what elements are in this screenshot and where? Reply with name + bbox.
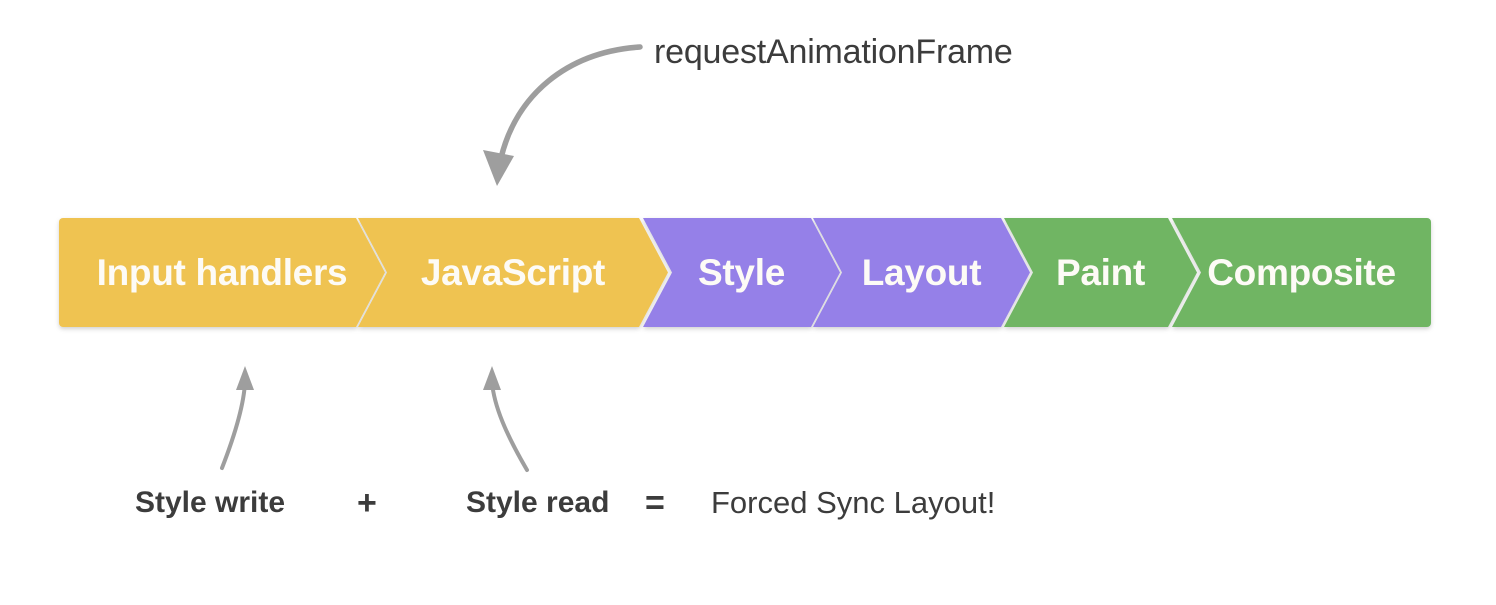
rendering-pipeline: Input handlers JavaScript Style Layout P… (59, 218, 1431, 327)
label-forced-sync-layout: Forced Sync Layout! (711, 485, 996, 520)
stage-shape-layout (813, 218, 1030, 327)
style-read-arrow-icon (483, 366, 529, 472)
label-style-write: Style write (135, 486, 286, 519)
request-animation-frame-label: requestAnimationFrame (654, 33, 1013, 71)
stage-label-input-handlers: Input handlers (96, 252, 348, 293)
style-write-arrow-icon (220, 366, 254, 470)
stage-label-style: Style (698, 252, 785, 293)
stage-label-layout: Layout (861, 252, 982, 293)
stage-shape-paint (1004, 218, 1197, 327)
plus-symbol: + (357, 484, 377, 522)
raf-arrow-icon (483, 44, 643, 186)
stage-label-composite: Composite (1207, 252, 1396, 293)
stage-shape-style (643, 218, 840, 327)
label-style-read: Style read (466, 486, 610, 519)
stage-shape-input-handlers (59, 218, 385, 327)
stage-label-javascript: JavaScript (420, 252, 606, 293)
stage-label-paint: Paint (1056, 252, 1145, 293)
stage-shape-javascript (358, 218, 668, 327)
stage-shape-composite (1172, 218, 1431, 327)
pipeline-shapes (59, 218, 1431, 327)
equals-symbol: = (645, 484, 665, 522)
